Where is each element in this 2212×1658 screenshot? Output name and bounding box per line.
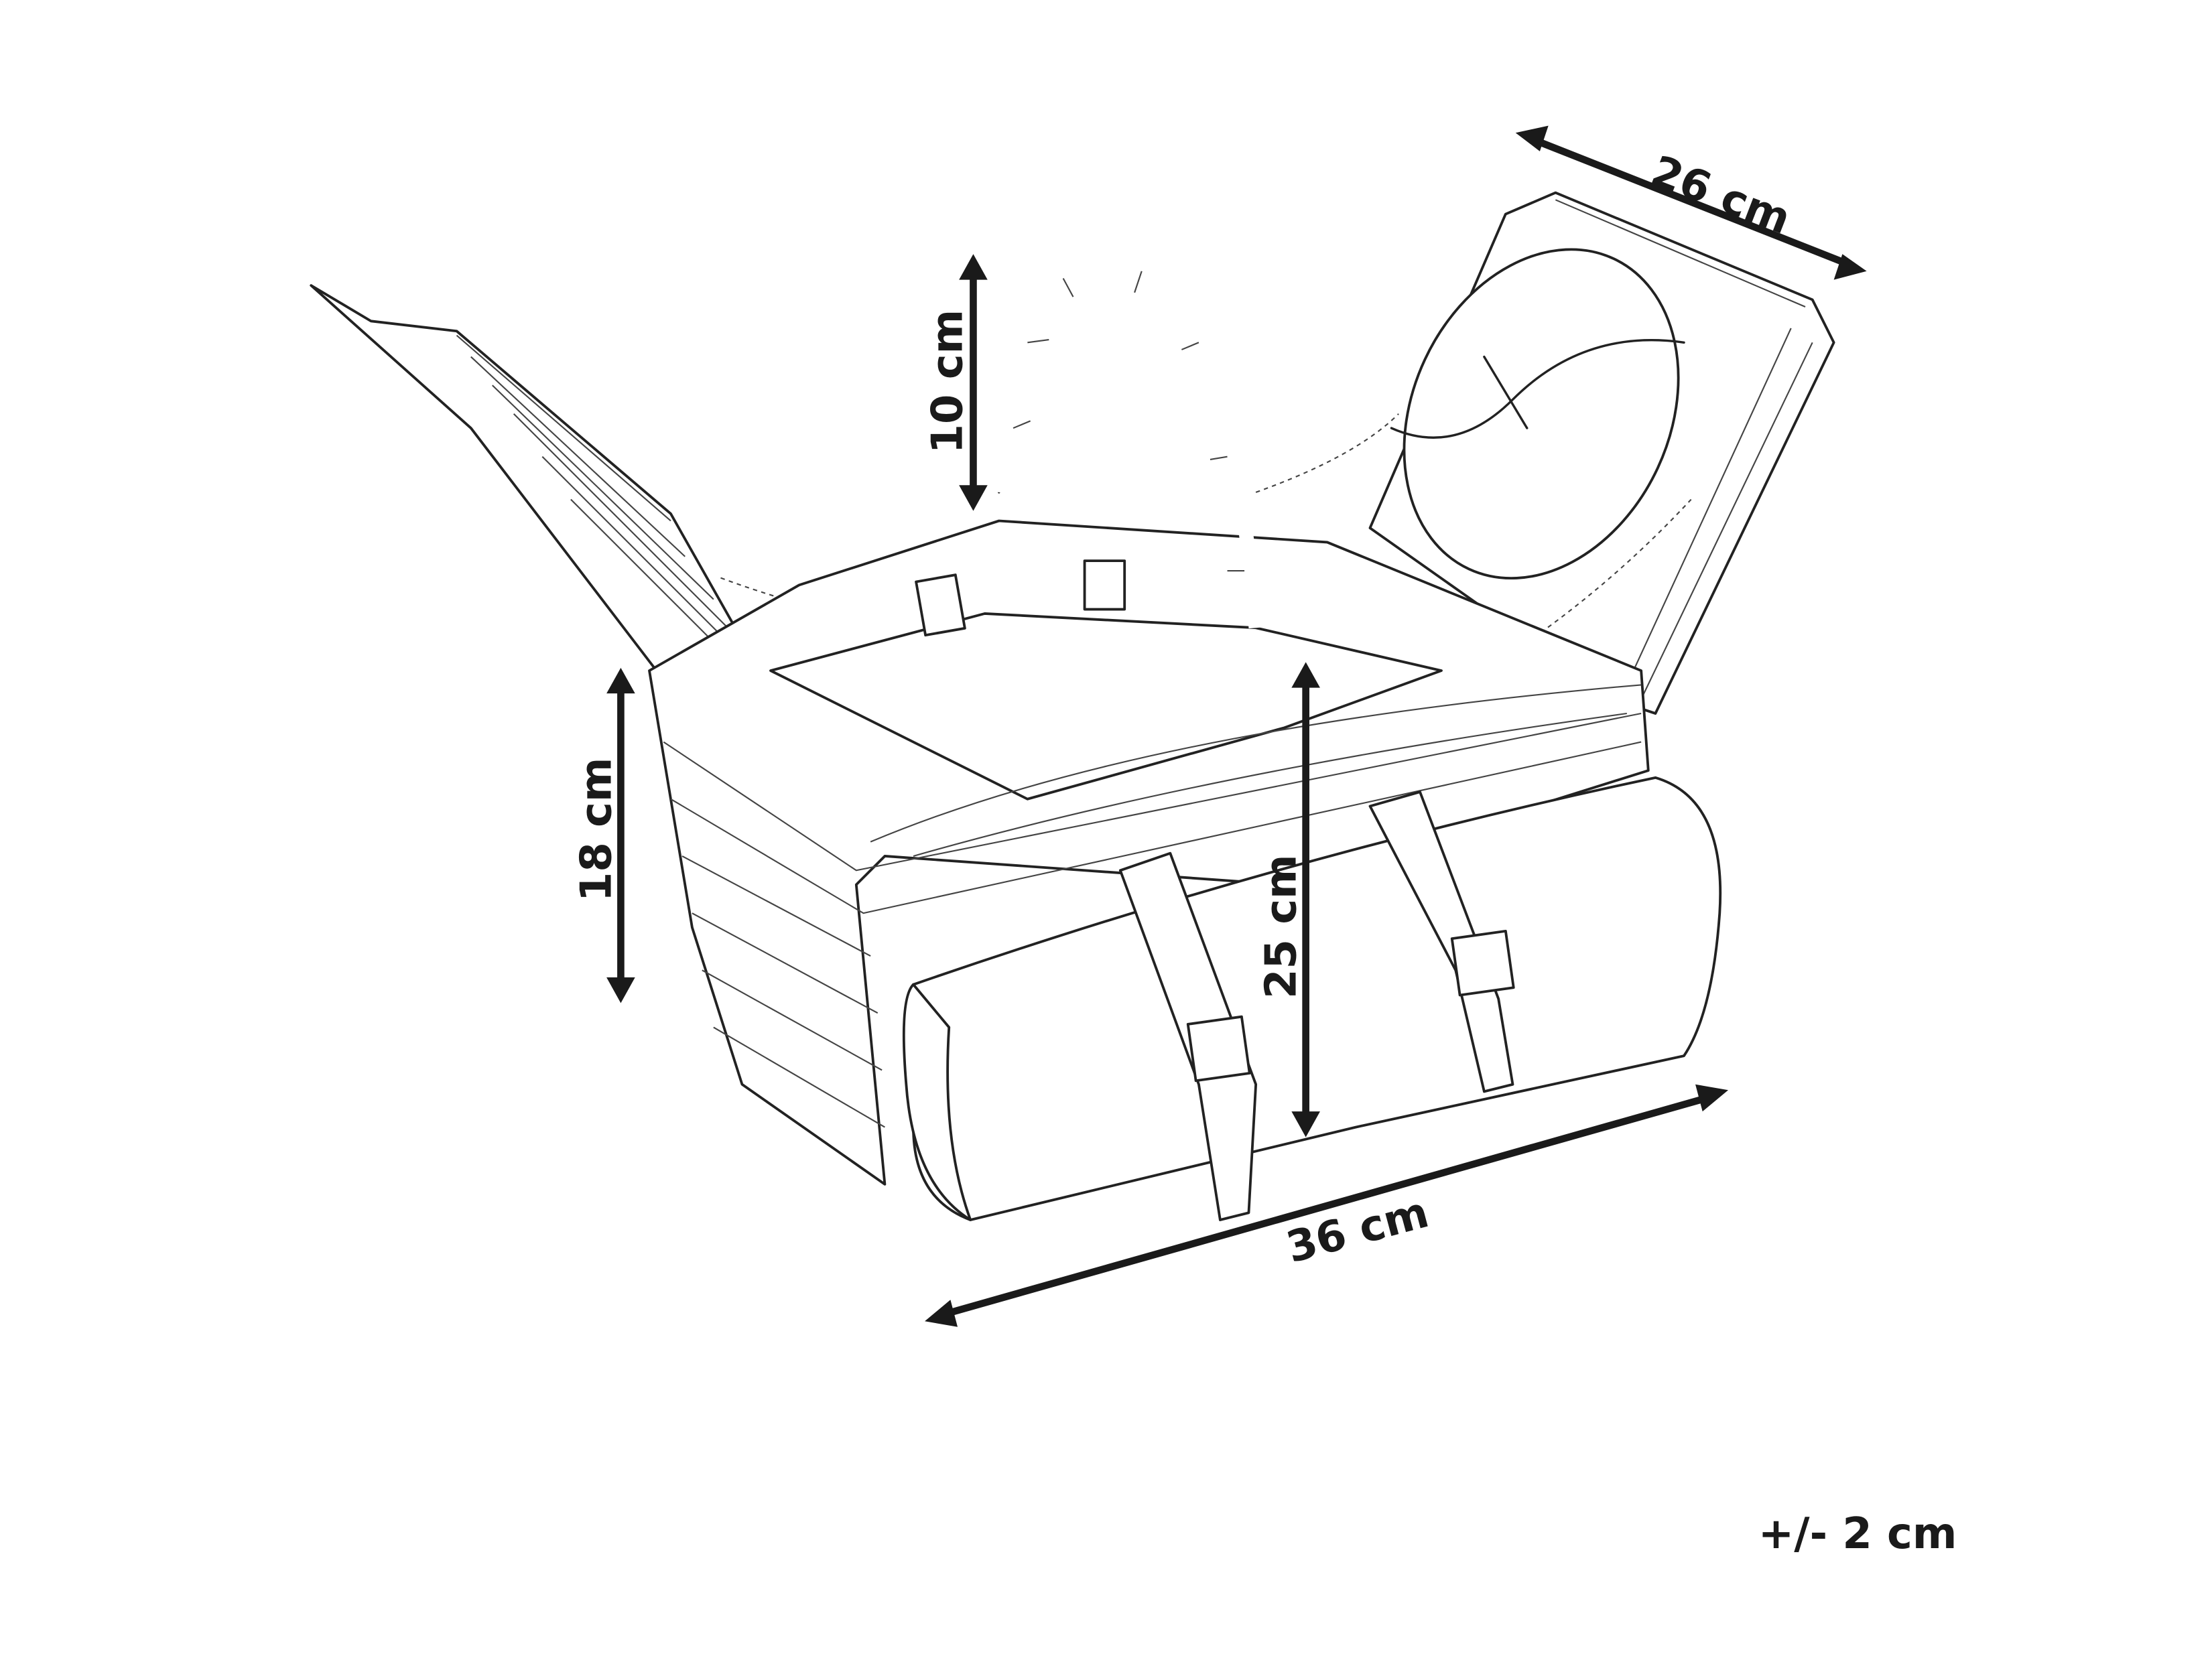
label-basket-height: 18 cm xyxy=(572,758,622,902)
label-handle-height: 10 cm xyxy=(923,309,972,454)
blanket-roll xyxy=(912,776,1722,1221)
plate-holder xyxy=(1403,248,1680,580)
weave-lines xyxy=(663,684,1642,1128)
basket-illustration xyxy=(310,191,1835,1221)
dim-basket-height: 18 cm xyxy=(572,667,635,1004)
label-total-height: 25 cm xyxy=(1257,854,1307,999)
dim-handle-height: 10 cm xyxy=(923,254,988,511)
strap-left xyxy=(1118,851,1258,1221)
dim-total-height: 25 cm xyxy=(1257,662,1320,1137)
label-depth: 26 cm xyxy=(1644,147,1797,245)
tolerance-note: +/- 2 cm xyxy=(1758,1509,1957,1559)
